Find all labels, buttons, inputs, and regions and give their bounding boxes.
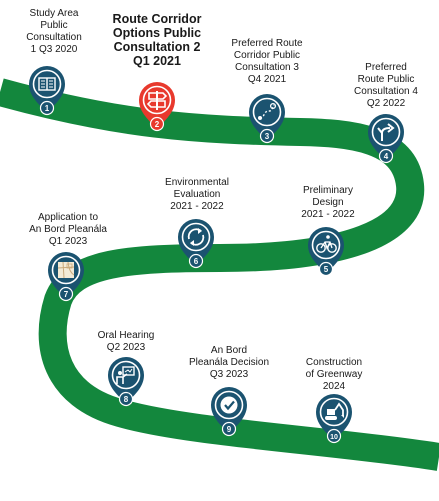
milestone-title-line: of Greenway [305,369,363,380]
milestone-pin[interactable]: 6 [178,219,214,269]
pin-marker [368,114,404,162]
milestone-title-line: Route Public [357,74,415,85]
milestone-title-line: Corridor Public [233,50,301,61]
milestone-title-line: Construction [305,357,363,368]
excavator-icon [325,402,344,420]
presentation-icon [116,366,135,384]
milestone-pin[interactable]: 10 [316,394,352,444]
milestone-pin[interactable]: 2 [139,82,175,132]
milestone-title-line: An Bord Pleanála [29,224,107,235]
step-number: 4 [384,152,389,161]
milestone-title-line: An Bord [210,345,248,356]
milestone-title-line: Evaluation [173,189,221,200]
milestone-title-line: Preferred Route [231,38,303,49]
milestone-date: Q2 2022 [366,98,406,109]
step-number-badge: 1 [39,100,55,116]
milestone-title-line: Oral Hearing [97,330,155,341]
milestone-title-line: Environmental [165,177,229,188]
milestone-title-line: Design [312,197,344,208]
step-number-badge: 3 [259,128,275,144]
pin-marker [308,227,344,275]
milestone-date: 2021 - 2022 [170,201,224,212]
milestone-title-line: Route Corridor [112,12,202,26]
milestone-pin[interactable]: 7 [48,252,84,302]
milestone-title-line: Options Public [112,26,202,40]
step-number: 5 [324,265,329,274]
milestone-date: Q2 2023 [106,342,146,353]
step-number-badge: 5 [318,261,334,277]
milestone-title-line: Application to [37,212,99,223]
milestone-pin[interactable]: 9 [211,387,247,437]
step-number-badge: 9 [221,421,237,437]
pin-marker [108,357,144,405]
step-number: 3 [265,132,270,141]
directions-icon [377,123,395,141]
milestone-date: Q1 2023 [48,236,88,247]
milestone-pin[interactable]: 8 [108,357,144,407]
step-number: 7 [64,290,69,299]
milestone-pin[interactable]: 4 [368,114,404,164]
milestone-date: 2021 - 2022 [301,209,355,220]
milestone-date: Q4 2021 [247,74,287,85]
step-number: 8 [124,395,129,404]
bicycle-icon [316,235,337,253]
milestone-title-line: Consultation [26,32,82,43]
milestone-title-line: Preferred [365,62,407,73]
step-number-badge: 2 [149,116,165,132]
milestone-title-line: Preliminary [302,185,354,196]
step-number: 10 [330,434,338,441]
milestone-title-line: Pleanála Decision [188,357,270,368]
book-icon [38,77,56,91]
milestone-date: 1 Q3 2020 [30,44,78,55]
milestone-title-line: Consultation 3 [235,62,299,73]
step-number-badge: 7 [58,286,74,302]
milestone-title-line: Consultation 4 [354,86,418,97]
milestone-date: Q1 2021 [133,54,181,68]
milestone-pins: 1 2 3 4 5 6 7 8 9 10 [29,66,404,444]
milestone-title-line: Consultation 2 [113,40,201,54]
step-number: 6 [194,257,199,266]
step-number: 9 [227,425,232,434]
milestone-date: 2024 [322,381,346,392]
plan-map-icon [57,261,75,279]
milestone-pin[interactable]: 3 [249,94,285,144]
step-number: 2 [155,120,160,129]
recycle-icon [187,228,205,246]
milestone-date: Q3 2023 [209,369,249,380]
milestone-pin[interactable]: 1 [29,66,65,116]
step-number-badge: 10 [326,428,342,444]
step-number-badge: 4 [378,148,394,164]
pin-marker [178,219,214,267]
milestone-pin[interactable]: 5 [308,227,344,277]
approved-badge-icon [220,396,238,414]
milestone-title-line: Public [40,20,68,31]
step-number-badge: 6 [188,253,204,269]
signpost-icon [146,91,168,110]
step-number: 1 [45,104,50,113]
route-map-icon [258,102,277,120]
milestone-title-line: Study Area [29,8,79,19]
step-number-badge: 8 [118,391,134,407]
